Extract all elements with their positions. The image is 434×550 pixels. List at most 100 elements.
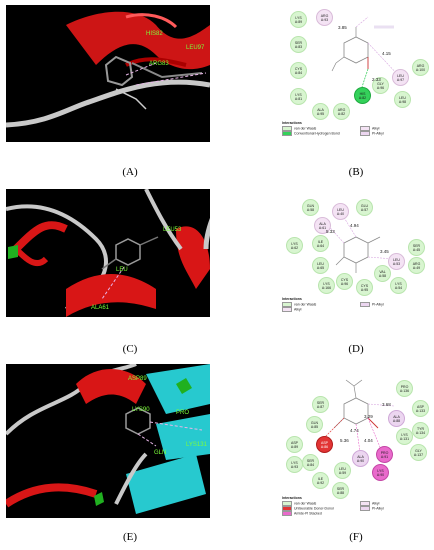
distance-label: 4.04 bbox=[364, 438, 373, 443]
distance-label: 3.29 bbox=[364, 414, 373, 419]
legend-item-pi-alkyl: Pi-Alkyl bbox=[360, 506, 384, 511]
interaction-legend: Interactions van der Waals Unfavorable D… bbox=[282, 496, 427, 518]
legend-item-alkyl: Alkyl bbox=[360, 126, 379, 131]
residue-label-lys131: LYS131 bbox=[186, 442, 207, 448]
legend-item-hbond: Conventional Hydrogen Bond bbox=[282, 131, 340, 136]
distance-label: 4.74 bbox=[350, 428, 359, 433]
legend-item-vdw: van der Waals bbox=[282, 501, 316, 506]
panel-a-3d-image: HIS82 ARG83 LEU97 bbox=[6, 5, 210, 142]
interaction-legend: Interactions van der Waals Conventional … bbox=[282, 121, 427, 141]
distance-label: 2.33 bbox=[372, 77, 381, 82]
legend-title: Interactions bbox=[282, 496, 302, 500]
panel-a-ribbon-render bbox=[6, 11, 210, 128]
legend-item-alkyl: Alkyl bbox=[360, 501, 379, 506]
residue-label-leu53: LEU53 bbox=[163, 227, 182, 233]
distance-label: 4.94 bbox=[350, 223, 359, 228]
panel-c-ribbon-render bbox=[6, 189, 210, 317]
distance-label: 3.45 bbox=[380, 249, 389, 254]
residue-label-lys90: LYS90 bbox=[132, 407, 150, 413]
panel-f-caption: (F) bbox=[349, 531, 363, 543]
residue-label-his82: HIS82 bbox=[146, 31, 163, 37]
residue-label-arg83: ARG83 bbox=[149, 61, 169, 67]
panel-a-caption: (A) bbox=[122, 166, 138, 178]
panel-e-ribbon-render bbox=[6, 364, 210, 514]
panel-e-caption: (E) bbox=[122, 531, 138, 543]
residue-label-asp89: ASP89 bbox=[128, 376, 147, 382]
panel-e-3d-image: ASP89 LYS90 PRO GLN LYS131 bbox=[6, 364, 210, 518]
legend-item-pi-alkyl: Pi-Alkyl bbox=[360, 131, 384, 136]
interaction-legend: Interactions van der Waals Alkyl Pi-Alky… bbox=[282, 297, 427, 317]
distance-label: 3.68 bbox=[382, 402, 391, 407]
panel-c-caption: (C) bbox=[122, 343, 138, 355]
residue-label-gln: GLN bbox=[154, 450, 167, 456]
residue-label-pro: PRO bbox=[176, 410, 190, 416]
distance-label: 4.15 bbox=[382, 51, 391, 56]
distance-label: 5.33 bbox=[326, 229, 335, 234]
residue-label-ala61: ALA61 bbox=[91, 305, 110, 311]
legend-item-unfavorable: Unfavorable Donor-Donor bbox=[282, 506, 334, 511]
panel-c-3d-image: LEU53 LEU ALA61 bbox=[6, 189, 210, 317]
legend-item-pi-alkyl: Pi-Alkyl bbox=[360, 302, 384, 307]
panel-d-caption: (D) bbox=[348, 343, 364, 355]
legend-title: Interactions bbox=[282, 297, 302, 301]
distance-label: 3.85 bbox=[338, 25, 347, 30]
residue-label-leu: LEU bbox=[116, 267, 128, 273]
panel-b-caption: (B) bbox=[348, 166, 364, 178]
panel-b-ligand-structure bbox=[331, 16, 401, 88]
distance-label: 5.36 bbox=[340, 438, 349, 443]
legend-item-alkyl: Alkyl bbox=[282, 307, 301, 312]
legend-item-vdw: van der Waals bbox=[282, 302, 316, 307]
residue-label-leu97: LEU97 bbox=[186, 45, 205, 51]
legend-item-amide-pi: Amide-Pi Stacked bbox=[282, 511, 322, 516]
legend-title: Interactions bbox=[282, 121, 302, 125]
legend-item-vdw: van der Waals bbox=[282, 126, 316, 131]
